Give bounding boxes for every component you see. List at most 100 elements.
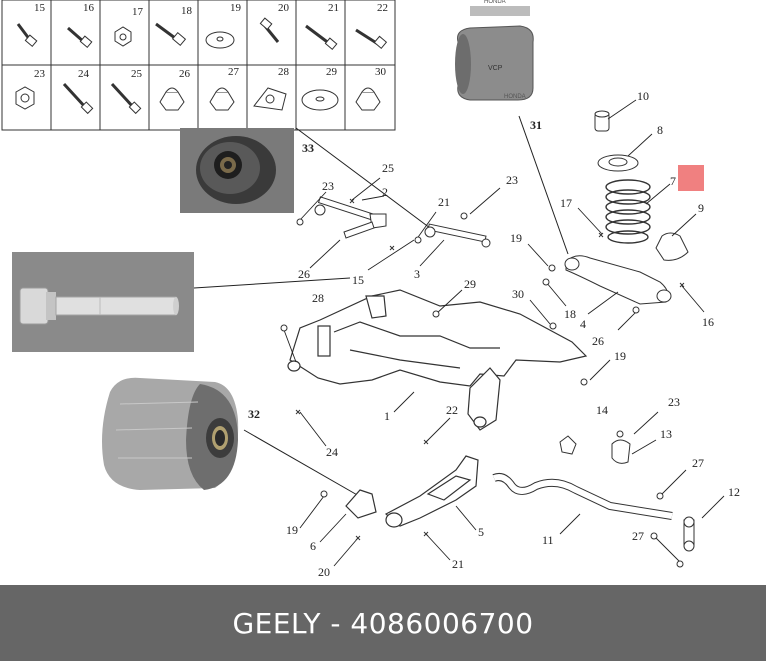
cap-nut-icon — [209, 87, 235, 111]
cross-markers — [295, 198, 685, 541]
photo-label-32: 32 — [248, 407, 260, 421]
callout-21-a: 21 — [438, 195, 450, 209]
cap-nut-icon — [355, 87, 381, 111]
callout-10: 10 — [637, 89, 649, 103]
trailing-arm — [345, 455, 479, 528]
callout-18: 18 — [564, 307, 576, 321]
bolt-icon — [110, 82, 142, 115]
subframe — [287, 289, 588, 431]
washer-icon — [205, 31, 235, 49]
callout-29: 29 — [464, 277, 476, 291]
plate-nut-icon — [253, 87, 287, 111]
stabilizer-link — [683, 516, 695, 552]
callout-30: 30 — [512, 287, 524, 301]
hardware-grid: 15 16 17 18 19 20 21 22 23 24 25 26 27 2… — [1, 0, 396, 131]
bolt-icon — [155, 22, 187, 46]
bolt-icon — [67, 26, 93, 48]
stabilizer-bar-inner — [492, 474, 673, 519]
callout-23-b: 23 — [506, 173, 518, 187]
grid-label-20: 20 — [278, 2, 290, 14]
flange-nut-icon — [15, 86, 35, 110]
callout-3: 3 — [414, 267, 420, 281]
callout-1: 1 — [384, 409, 390, 423]
callout-21-b: 21 — [452, 557, 464, 571]
bolt-icon — [259, 17, 280, 43]
callout-7: 7 — [670, 174, 676, 188]
honda-brand-text-2: HONDA — [504, 94, 526, 100]
callout-numbers: 10 8 7 9 17 19 18 30 4 26 16 19 25 23 2 … — [286, 89, 740, 579]
callout-15: 15 — [352, 273, 364, 287]
callout-14: 14 — [596, 403, 608, 417]
callout-13: 13 — [660, 427, 672, 441]
callout-24: 24 — [326, 445, 338, 459]
honda-bushing-photo: HONDA VCP HONDA — [446, 0, 538, 118]
bolt-icon — [16, 23, 38, 47]
callout-9: 9 — [698, 201, 704, 215]
callout-25: 25 — [382, 161, 394, 175]
lower-arm — [564, 255, 672, 305]
callout-19-a: 19 — [510, 231, 522, 245]
part-number-caption: GEELY - 4086006700 — [232, 606, 534, 640]
grid-label-22: 22 — [377, 2, 388, 14]
callout-27-a: 27 — [692, 456, 704, 470]
honda-brand-text: HONDA — [484, 0, 506, 5]
callout-22: 22 — [446, 403, 458, 417]
callout-8: 8 — [657, 123, 663, 137]
callout-20: 20 — [318, 565, 330, 579]
callout-19-b: 19 — [614, 349, 626, 363]
bolt-icon — [355, 28, 388, 49]
grid-label-29: 29 — [326, 66, 338, 78]
photo-label-31: 31 — [530, 118, 542, 132]
grid-label-23: 23 — [34, 68, 46, 80]
bolt-photo — [12, 252, 194, 352]
grid-label-17: 17 — [132, 6, 144, 18]
large-bushing-photo — [102, 377, 239, 490]
callout-19-c: 19 — [286, 523, 298, 537]
spring-cap — [655, 232, 689, 261]
callout-4: 4 — [580, 317, 586, 331]
grid-label-25: 25 — [131, 68, 143, 80]
callout-27-b: 27 — [632, 529, 644, 543]
highlight-marker — [678, 165, 704, 191]
bushing-face-photo — [180, 128, 294, 213]
grid-label-18: 18 — [181, 5, 193, 17]
bump-stop — [594, 110, 610, 132]
callout-11: 11 — [542, 533, 554, 547]
grid-label-19: 19 — [230, 2, 242, 14]
grid-label-15: 15 — [34, 2, 46, 14]
bar-bracket — [611, 439, 631, 464]
callout-12: 12 — [728, 485, 740, 499]
grid-label-16: 16 — [83, 2, 95, 14]
grid-label-27: 27 — [228, 66, 240, 78]
callout-2: 2 — [382, 185, 388, 199]
leader-markers — [280, 212, 684, 568]
bolt-icon — [62, 82, 94, 115]
callout-16: 16 — [702, 315, 714, 329]
grid-label-28: 28 — [278, 66, 290, 78]
callout-26-b: 26 — [298, 267, 310, 281]
footer-bar: GEELY - 4086006700 — [0, 585, 766, 661]
grid-label-30: 30 — [375, 66, 387, 78]
washer-icon — [301, 89, 339, 111]
callout-23-a: 23 — [322, 179, 334, 193]
honda-code-text: VCP — [488, 65, 503, 72]
coil-spring — [605, 179, 651, 244]
callout-26-a: 26 — [592, 334, 604, 348]
grid-label-24: 24 — [78, 68, 90, 80]
parts-diagram: 15 16 17 18 19 20 21 22 23 24 25 26 27 2… — [1, 0, 740, 579]
bolt-icon — [305, 24, 338, 50]
grid-label-26: 26 — [179, 68, 191, 80]
photo-label-33: 33 — [302, 141, 314, 155]
lateral-link — [424, 223, 491, 248]
flange-nut-icon — [114, 26, 132, 47]
toe-link — [314, 196, 387, 239]
callout-5: 5 — [478, 525, 484, 539]
spring-seat — [597, 154, 639, 172]
callout-28: 28 — [312, 291, 324, 305]
callout-6: 6 — [310, 539, 316, 553]
bar-bushing — [559, 435, 577, 455]
callout-23-c: 23 — [668, 395, 680, 409]
callout-17: 17 — [560, 196, 572, 210]
grid-label-21: 21 — [328, 2, 339, 14]
cap-nut-icon — [159, 87, 185, 111]
